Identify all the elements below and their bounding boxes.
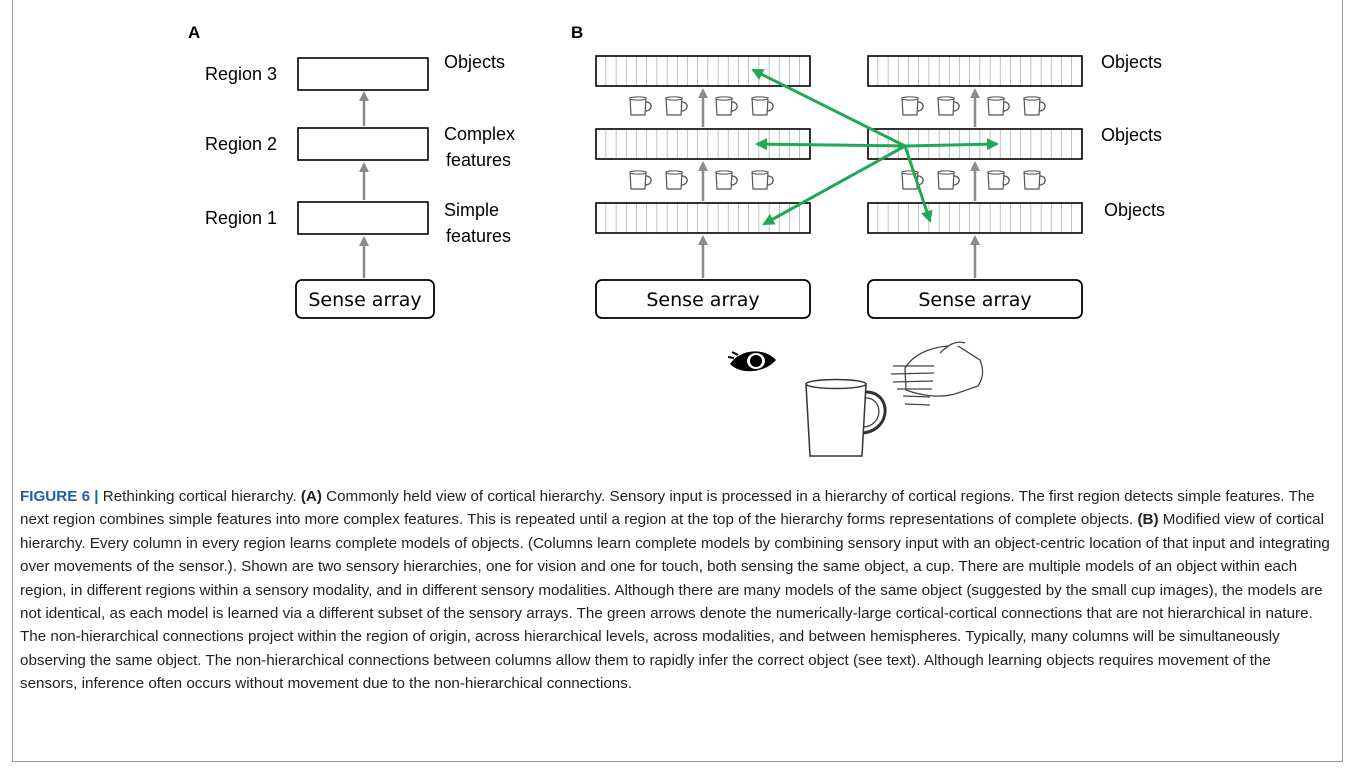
mini-cup-icon xyxy=(715,170,738,190)
mini-cup-icon xyxy=(1023,170,1046,190)
region-3-level: Objects xyxy=(444,52,505,72)
left-sense-array-box xyxy=(595,279,811,319)
panel-a-sense-array: Sense array xyxy=(295,279,435,319)
green-arrow-to-left-r1 xyxy=(762,144,906,226)
region-2-label: Region 2 xyxy=(205,134,277,154)
region-3-box xyxy=(297,57,429,91)
panel-a-region-1: Region 1 Simple features xyxy=(205,200,511,246)
mini-cup-icon xyxy=(715,96,738,116)
mini-cup-icon xyxy=(629,170,652,190)
mini-cup-icon xyxy=(751,170,774,190)
panel-b-label: B xyxy=(571,23,583,42)
non-hierarchical-arrows xyxy=(751,68,999,226)
mini-cup-icon xyxy=(629,96,652,116)
right-sense-array-label: Sense array xyxy=(918,289,1031,311)
panel-b-left-hierarchy: Sense array xyxy=(595,55,811,319)
mini-cup-icon xyxy=(937,170,960,190)
region-2-box xyxy=(297,127,429,161)
region-3-label: Region 3 xyxy=(205,64,277,84)
right-region-3-label: Objects xyxy=(1101,52,1162,72)
figure-frame xyxy=(12,0,1343,762)
eye-icon xyxy=(727,351,776,372)
caption-a-text: Commonly held view of cortical hierarchy… xyxy=(20,488,1315,529)
mini-cup-icon xyxy=(937,96,960,116)
region-1-level-line2: features xyxy=(446,226,511,246)
region-1-level-line1: Simple xyxy=(444,200,499,220)
right-mini-cups-lower xyxy=(901,170,1046,190)
right-region-3-columns xyxy=(867,55,1083,87)
figure-diagram: A Region 3 Objects Region 2 Complex feat… xyxy=(188,23,1165,457)
green-arrow-to-right-r1 xyxy=(903,145,933,223)
hand-icon xyxy=(890,341,984,406)
caption-b-text: Modified view of cortical hierarchy. Eve… xyxy=(20,511,1330,693)
figure-caption: FIGURE 6 | Rethinking cortical hierarchy… xyxy=(20,485,1330,696)
sense-array-box xyxy=(295,279,435,319)
region-1-box xyxy=(297,201,429,235)
sense-array-label: Sense array xyxy=(308,289,421,311)
right-region-2-label: Objects xyxy=(1101,125,1162,145)
mini-cup-icon xyxy=(901,96,924,116)
region-2-level-line2: features xyxy=(446,150,511,170)
region-2-level-line1: Complex xyxy=(444,124,515,144)
right-mini-cups-upper xyxy=(901,96,1046,116)
caption-title: Rethinking cortical hierarchy. xyxy=(98,488,301,505)
panel-b-right-hierarchy: Sense array Objects Objects Objects xyxy=(867,52,1165,319)
region-1-label: Region 1 xyxy=(205,208,277,228)
mini-cup-icon xyxy=(665,170,688,190)
mini-cup-icon xyxy=(987,96,1010,116)
left-mini-cups-upper xyxy=(629,96,774,116)
mini-cup-icon xyxy=(751,96,774,116)
mini-cup-icon xyxy=(665,96,688,116)
caption-a-label: (A) xyxy=(300,488,322,505)
mini-cup-icon xyxy=(987,170,1010,190)
left-mini-cups-lower xyxy=(629,170,774,190)
green-arrow-to-left-r3 xyxy=(751,68,906,148)
left-sense-array-label: Sense array xyxy=(646,289,759,311)
panel-a-label: A xyxy=(188,23,200,42)
green-arrow-to-right-r2 xyxy=(904,138,999,151)
caption-figure-label: FIGURE 6 | xyxy=(20,488,99,505)
right-region-1-label: Objects xyxy=(1104,200,1165,220)
caption-b-label: (B) xyxy=(1137,511,1159,529)
right-region-1-columns xyxy=(867,202,1083,234)
mini-cup-icon xyxy=(1023,96,1046,116)
panel-a-region-2: Region 2 Complex features xyxy=(205,124,515,170)
green-arrow-to-left-r2 xyxy=(755,138,906,151)
cup-icon xyxy=(805,378,887,457)
panel-a-region-3: Region 3 Objects xyxy=(205,52,505,91)
right-sense-array-box xyxy=(867,279,1083,319)
